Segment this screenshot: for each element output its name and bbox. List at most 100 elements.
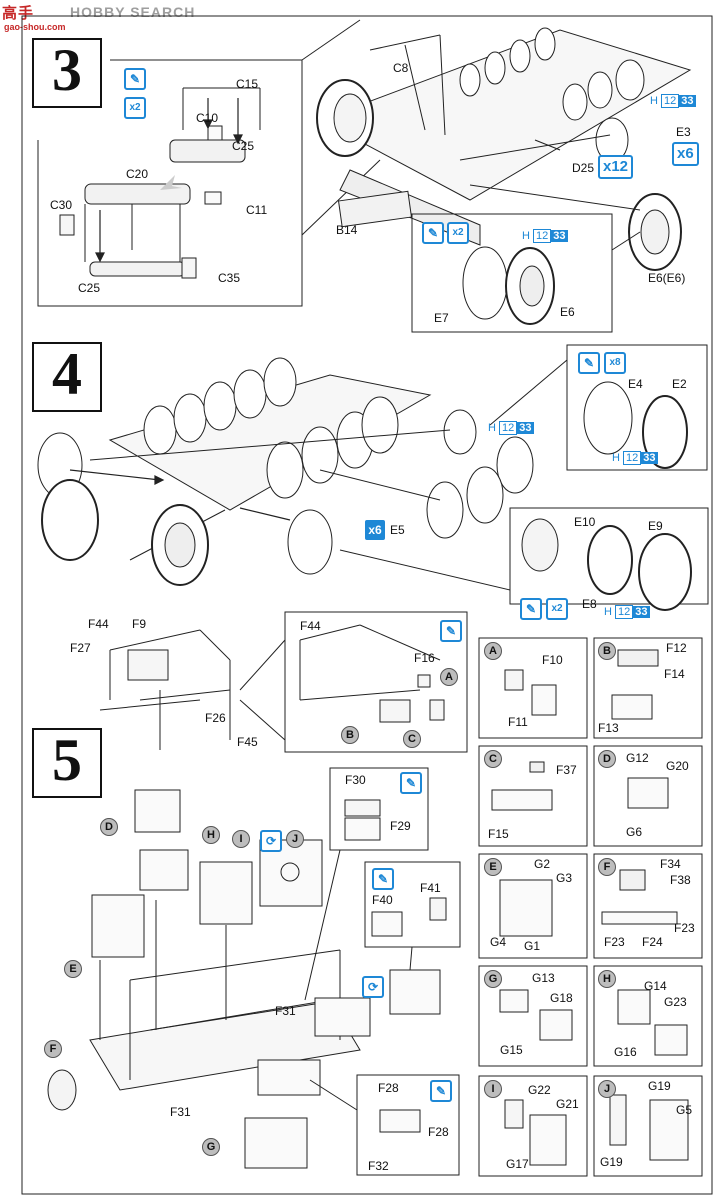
part-label: D25	[572, 161, 595, 175]
part-label: F27	[70, 641, 91, 655]
part-label: C20	[126, 167, 149, 181]
part-label: G14	[644, 979, 667, 993]
glue-icon: ✎	[430, 1080, 452, 1102]
quantity-badge: x2	[546, 598, 568, 620]
panel-key-j: J	[598, 1080, 616, 1098]
part-label: E8	[582, 597, 597, 611]
part-label: F15	[488, 827, 509, 841]
glue-icon: ✎	[578, 352, 600, 374]
rotate-icon: ⟳	[260, 830, 282, 852]
part-label: E6	[560, 305, 575, 319]
sub-assembly-marker-b: B	[341, 726, 359, 744]
part-label: F44	[88, 617, 109, 631]
glue-icon: ✎	[440, 620, 462, 642]
panel-key-h: H	[598, 970, 616, 988]
part-label: F14	[664, 667, 685, 681]
part-label: E2	[672, 377, 687, 391]
part-label: F28	[428, 1125, 449, 1139]
panel-key-f: F	[598, 858, 616, 876]
part-label: G2	[534, 857, 551, 871]
sub-assembly-marker-g: G	[202, 1138, 220, 1156]
sub-assembly-marker-c: C	[403, 730, 421, 748]
quantity-badge: x2	[447, 222, 469, 244]
panel-key-a: A	[484, 642, 502, 660]
part-label: F24	[642, 935, 663, 949]
part-label: G13	[532, 971, 555, 985]
part-label: F32	[368, 1159, 389, 1173]
part-label: G4	[490, 935, 507, 949]
part-label: E5	[390, 523, 405, 537]
part-label: F16	[414, 651, 435, 665]
part-label: F12	[666, 641, 687, 655]
panel-key-g: G	[484, 970, 502, 988]
part-label: F9	[132, 617, 147, 631]
part-label: G6	[626, 825, 643, 839]
quantity-badge: x6	[365, 520, 385, 540]
part-label: F23	[674, 921, 695, 935]
part-label: E9	[648, 519, 663, 533]
part-label: G20	[666, 759, 689, 773]
part-label: E7	[434, 311, 449, 325]
part-label: F37	[556, 763, 577, 777]
step-number-4: 4	[32, 342, 102, 412]
part-label: G1	[524, 939, 541, 953]
panel-key-c: C	[484, 750, 502, 768]
part-label: F31	[170, 1105, 191, 1119]
part-label: C35	[218, 271, 241, 285]
part-label: G18	[550, 991, 573, 1005]
quantity-badge: x12	[598, 155, 634, 179]
sub-assembly-marker-f: F	[44, 1040, 62, 1058]
part-label: C10	[196, 111, 219, 125]
quantity-badge: x8	[604, 352, 626, 374]
part-label: F26	[205, 711, 226, 725]
part-label: F44	[300, 619, 321, 633]
part-label: F38	[670, 873, 691, 887]
part-label: G5	[676, 1103, 693, 1117]
part-label: G15	[500, 1043, 523, 1057]
part-label: G22	[528, 1083, 551, 1097]
part-label: F29	[390, 819, 411, 833]
part-label: B14	[336, 223, 358, 237]
part-label: G23	[664, 995, 687, 1009]
part-label: F11	[508, 715, 528, 729]
part-label: G19	[600, 1155, 623, 1169]
part-label: F23	[604, 935, 625, 949]
quantity-badge: x2	[124, 97, 146, 119]
glue-icon: ✎	[520, 598, 542, 620]
part-label: G12	[626, 751, 649, 765]
part-label: F34	[660, 857, 681, 871]
part-label: F13	[598, 721, 619, 735]
part-label: G19	[648, 1079, 671, 1093]
panel-key-e: E	[484, 858, 502, 876]
watermark-site: gao-shou.com	[4, 22, 66, 32]
part-label: C25	[78, 281, 101, 295]
step-number-3: 3	[32, 38, 102, 108]
panel-key-b: B	[598, 642, 616, 660]
part-label: F30	[345, 773, 366, 787]
part-label: C8	[393, 61, 409, 75]
part-label: C25	[232, 139, 255, 153]
quantity-badge: x6	[672, 142, 699, 166]
glue-icon: ✎	[400, 772, 422, 794]
sub-assembly-marker-d: D	[100, 818, 118, 836]
panel-key-i: I	[484, 1080, 502, 1098]
glue-icon: ✎	[372, 868, 394, 890]
sub-assembly-marker-e: E	[64, 960, 82, 978]
part-label: C30	[50, 198, 73, 212]
part-label: F40	[372, 893, 393, 907]
sub-assembly-marker-j: J	[286, 830, 304, 848]
part-label: F41	[420, 881, 441, 895]
part-label: F28	[378, 1081, 399, 1095]
part-label: E3	[676, 125, 691, 139]
part-label: G21	[556, 1097, 579, 1111]
glue-icon: ✎	[124, 68, 146, 90]
part-label: E6(E6)	[648, 271, 686, 285]
part-label: G17	[506, 1157, 529, 1171]
part-label: F31	[275, 1004, 296, 1018]
